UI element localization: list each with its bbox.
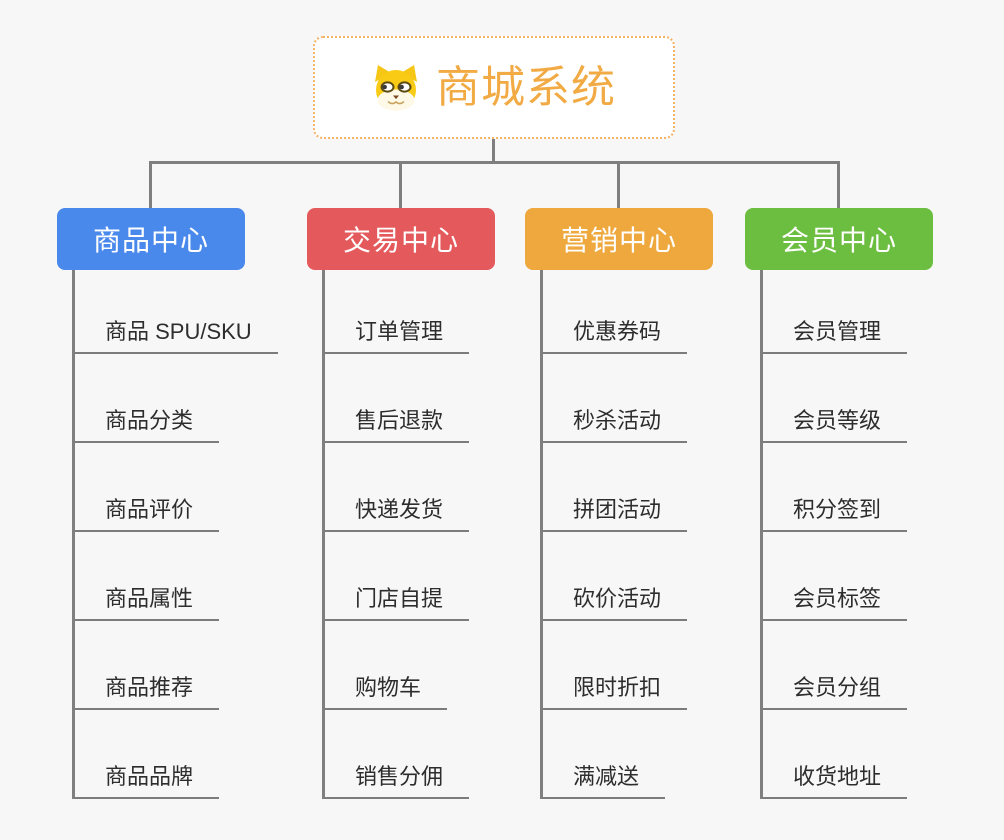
connector-branch-drop (149, 161, 152, 208)
branch-children: 订单管理 售后退款 快递发货 门店自提 购物车 销售分佣 (322, 270, 495, 799)
child-node[interactable]: 商品评价 (75, 492, 220, 532)
child-node[interactable]: 快递发货 (325, 492, 470, 532)
branch-column-2: 交易中心 订单管理 售后退款 快递发货 门店自提 购物车 销售分佣 (307, 161, 495, 799)
child-node[interactable]: 秒杀活动 (543, 403, 688, 443)
child-node[interactable]: 会员等级 (763, 403, 908, 443)
child-node[interactable]: 会员分组 (763, 670, 908, 710)
branch-column-4: 会员中心 会员管理 会员等级 积分签到 会员标签 会员分组 收货地址 (745, 161, 933, 799)
branch-children: 商品 SPU/SKU 商品分类 商品评价 商品属性 商品推荐 商品品牌 (72, 270, 278, 799)
child-node[interactable]: 售后退款 (325, 403, 470, 443)
child-row: 会员分组 (763, 621, 908, 710)
child-row: 拼团活动 (543, 443, 688, 532)
child-node[interactable]: 商品属性 (75, 581, 220, 621)
child-row: 满减送 (543, 710, 666, 799)
child-row: 门店自提 (325, 532, 470, 621)
root-title: 商城系统 (436, 62, 616, 112)
child-node[interactable]: 积分签到 (763, 492, 908, 532)
child-row: 商品属性 (75, 532, 220, 621)
child-row: 秒杀活动 (543, 354, 688, 443)
child-node[interactable]: 满减送 (543, 759, 666, 799)
child-row: 会员等级 (763, 354, 908, 443)
connector-bus (150, 161, 840, 164)
child-node[interactable]: 商品品牌 (75, 759, 220, 799)
branch-children: 会员管理 会员等级 积分签到 会员标签 会员分组 收货地址 (760, 270, 933, 799)
branch-label: 交易中心 (342, 225, 459, 256)
branch-children: 优惠券码 秒杀活动 拼团活动 砍价活动 限时折扣 满减送 (540, 270, 713, 799)
branch-label: 商品中心 (92, 225, 209, 256)
child-row: 商品品牌 (75, 710, 220, 799)
child-row: 积分签到 (763, 443, 908, 532)
branch-label: 会员中心 (780, 225, 897, 256)
branch-node[interactable]: 商品中心 (57, 208, 245, 270)
child-row: 销售分佣 (325, 710, 470, 799)
child-row: 商品评价 (75, 443, 220, 532)
child-node[interactable]: 商品分类 (75, 403, 220, 443)
child-row: 优惠券码 (543, 270, 688, 354)
child-node[interactable]: 拼团活动 (543, 492, 688, 532)
child-node[interactable]: 销售分佣 (325, 759, 470, 799)
child-node[interactable]: 砍价活动 (543, 581, 688, 621)
connector-branch-drop (399, 161, 402, 208)
child-row: 商品分类 (75, 354, 220, 443)
connector-branch-drop (837, 161, 840, 208)
connector-root-drop (492, 139, 495, 163)
child-node[interactable]: 收货地址 (763, 759, 908, 799)
child-node[interactable]: 优惠券码 (543, 314, 688, 354)
doge-icon (372, 64, 420, 112)
child-row: 会员管理 (763, 270, 908, 354)
child-node[interactable]: 商品推荐 (75, 670, 220, 710)
child-row: 限时折扣 (543, 621, 688, 710)
child-node[interactable]: 商品 SPU/SKU (75, 314, 278, 354)
branch-node[interactable]: 营销中心 (525, 208, 713, 270)
child-row: 购物车 (325, 621, 448, 710)
child-row: 收货地址 (763, 710, 908, 799)
child-node[interactable]: 门店自提 (325, 581, 470, 621)
branch-column-3: 营销中心 优惠券码 秒杀活动 拼团活动 砍价活动 限时折扣 满减送 (525, 161, 713, 799)
child-node[interactable]: 会员标签 (763, 581, 908, 621)
branch-node[interactable]: 交易中心 (307, 208, 495, 270)
child-row: 售后退款 (325, 354, 470, 443)
child-row: 商品 SPU/SKU (75, 270, 278, 354)
child-node[interactable]: 购物车 (325, 670, 448, 710)
child-row: 会员标签 (763, 532, 908, 621)
child-row: 订单管理 (325, 270, 470, 354)
child-node[interactable]: 订单管理 (325, 314, 470, 354)
child-node[interactable]: 限时折扣 (543, 670, 688, 710)
child-row: 商品推荐 (75, 621, 220, 710)
branch-column-1: 商品中心 商品 SPU/SKU 商品分类 商品评价 商品属性 商品推荐 商品品牌 (57, 161, 278, 799)
child-node[interactable]: 会员管理 (763, 314, 908, 354)
branch-node[interactable]: 会员中心 (745, 208, 933, 270)
branch-label: 营销中心 (560, 225, 677, 256)
child-row: 砍价活动 (543, 532, 688, 621)
root-node[interactable]: 商城系统 (313, 36, 675, 139)
connector-branch-drop (617, 161, 620, 208)
child-row: 快递发货 (325, 443, 470, 532)
